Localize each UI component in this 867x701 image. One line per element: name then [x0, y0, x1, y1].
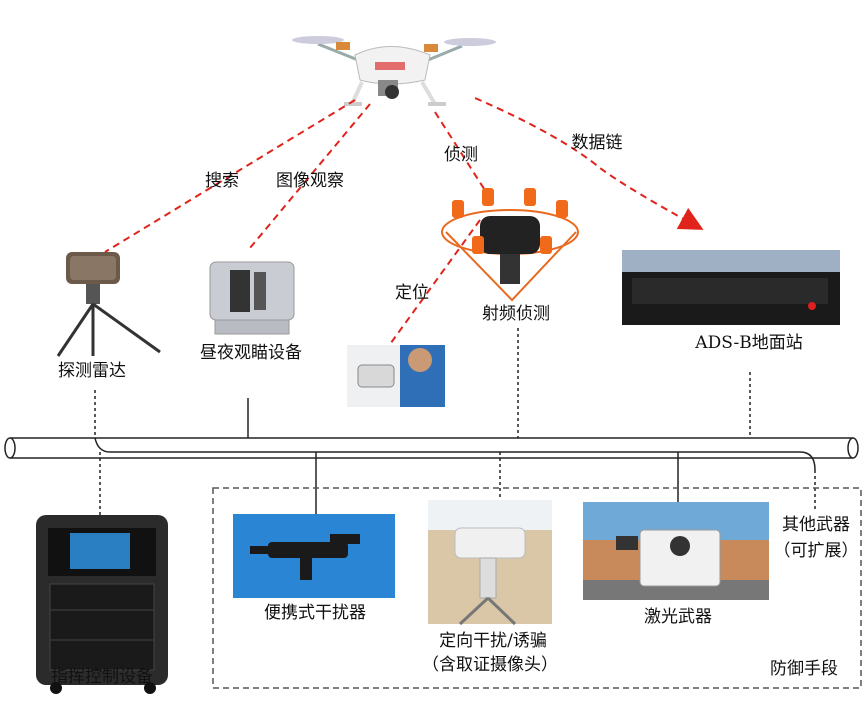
label-other-weapons: 其他武器 [782, 515, 850, 535]
label-laser-weapon: 激光武器 [644, 607, 712, 627]
link-image [249, 103, 371, 249]
label-directional-jammer: 定向干扰/诱骗 [439, 631, 547, 651]
label-day-night-device: 昼夜观瞄设备 [200, 343, 302, 363]
link-locate [379, 219, 481, 359]
label-defense-means: 防御手段 [770, 659, 838, 679]
rf-detector-icon [441, 188, 579, 302]
communication-bus [4, 437, 859, 459]
day-night-camera-icon [209, 261, 295, 335]
ads-b-station-icon [622, 250, 840, 325]
drone-icon [292, 36, 496, 106]
command-cabinet-icon [36, 515, 168, 694]
label-other-weapons-note: （可扩展） [773, 541, 859, 561]
data-link-arrow [474, 97, 704, 230]
link-search [104, 99, 356, 253]
label-data-link: 数据链 [571, 133, 623, 153]
label-recon: 侦测 [444, 145, 478, 165]
label-ads-b-station: ADS-B地面站 [695, 333, 803, 353]
label-rf-detect: 射频侦测 [482, 304, 550, 324]
handheld-locator-photo [347, 345, 445, 407]
label-radar: 探测雷达 [58, 361, 126, 381]
label-command-control: 指挥控制设备 [51, 667, 153, 687]
portable-jammer-photo [233, 514, 395, 598]
defense-box [212, 487, 862, 689]
label-image-observe: 图像观察 [276, 171, 344, 191]
radar-icon [56, 252, 161, 357]
directional-jammer-photo [428, 500, 552, 626]
laser-weapon-photo [583, 502, 769, 600]
link-recon [434, 111, 489, 196]
label-search: 搜索 [205, 171, 239, 191]
label-locate: 定位 [395, 283, 429, 303]
label-portable-jammer: 便携式干扰器 [264, 603, 366, 623]
label-directional-jammer-note: （含取证摄像头） [422, 655, 558, 675]
